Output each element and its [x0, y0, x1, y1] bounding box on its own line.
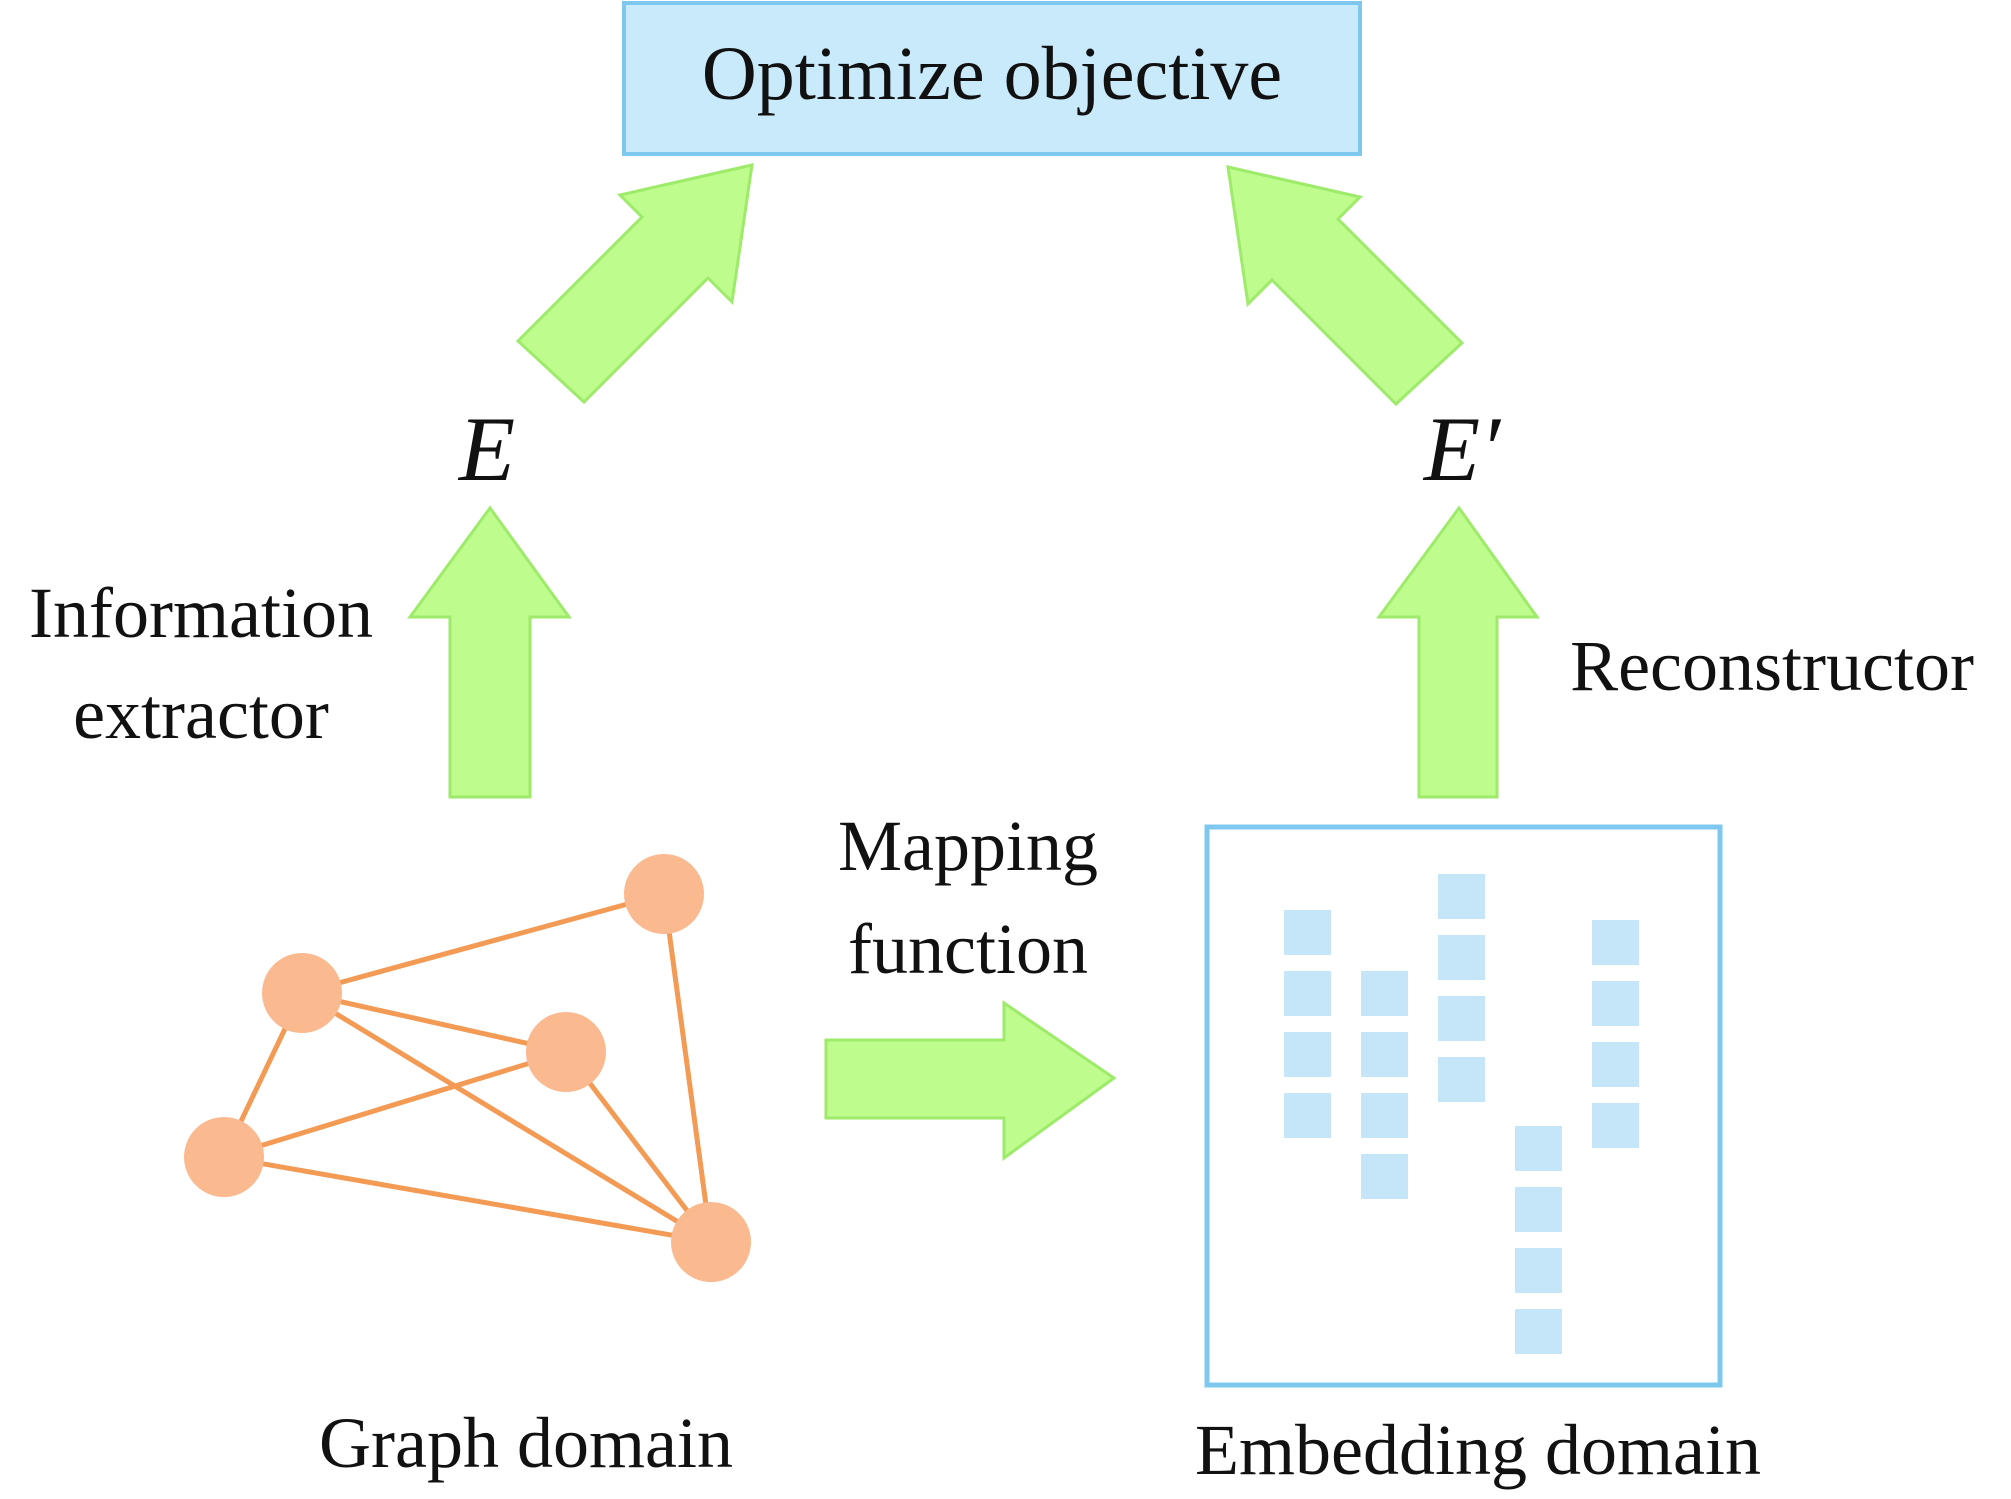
embedding-block-icon [1592, 981, 1639, 1026]
embedding-box [1204, 824, 1723, 1388]
embedding-block-icon [1592, 1103, 1639, 1148]
graph-edge [300, 990, 713, 1245]
graph-edges [221, 891, 714, 1245]
embedding-block-icon [1592, 1042, 1639, 1087]
embedding-block-icon [1438, 935, 1485, 980]
embedding-block-icon [1438, 874, 1485, 919]
embedding-blocks [1284, 874, 1639, 1354]
embedding-block-icon [1361, 1154, 1408, 1199]
embedding-block-icon [1592, 920, 1639, 965]
embedding-block-icon [1515, 1309, 1562, 1354]
mapping-right-arrow-icon [824, 1000, 1117, 1161]
embedding-block-icon [1284, 910, 1331, 955]
objective-label: Optimize objective [702, 32, 1282, 116]
embedding-block-icon [1284, 971, 1331, 1016]
graph-node-icon [671, 1202, 751, 1282]
graph-edge [223, 1154, 712, 1245]
graph-node-icon [184, 1117, 264, 1197]
reconstructor-up-arrow-icon [1376, 505, 1540, 799]
graph-edge [223, 1049, 567, 1160]
mapping-label-line1: Mapping [838, 806, 1098, 886]
embedding-block-icon [1361, 1093, 1408, 1138]
graph-node-icon [526, 1012, 606, 1092]
embedding-block-icon [1361, 971, 1408, 1016]
embedding-block-icon [1284, 1032, 1331, 1077]
embedding-block-icon [1284, 1093, 1331, 1138]
embedding-block-icon [1361, 1032, 1408, 1077]
embedding-block-icon [1438, 1057, 1485, 1102]
extractor-label-line1: Information [29, 573, 373, 653]
graph-node-icon [624, 854, 704, 934]
graph-edge [301, 990, 567, 1055]
graph-edge [661, 893, 714, 1243]
graph-nodes [184, 854, 751, 1282]
objective-box: Optimize objective [622, 1, 1362, 156]
graph [184, 854, 751, 1282]
embedding-domain-label: Embedding domain [1195, 1410, 1761, 1490]
embedding-block-icon [1515, 1248, 1562, 1293]
graph-edge [301, 891, 665, 996]
mapping-label-line2: function [848, 909, 1088, 989]
reconstructor-label: Reconstructor [1570, 626, 1974, 706]
left-diagonal-arrow-icon [515, 163, 754, 405]
graph-domain-label: Graph domain [319, 1403, 733, 1483]
embedding-block-icon [1515, 1187, 1562, 1232]
symbol-e: E [457, 398, 515, 500]
extractor-label-line2: extractor [73, 674, 329, 754]
graph-node-icon [262, 953, 342, 1033]
embedding-block-icon [1438, 996, 1485, 1041]
symbol-e-prime: E′ [1422, 398, 1502, 500]
extractor-up-arrow-icon [407, 505, 572, 799]
right-diagonal-arrow-icon [1226, 165, 1465, 407]
embedding-block-icon [1515, 1126, 1562, 1171]
